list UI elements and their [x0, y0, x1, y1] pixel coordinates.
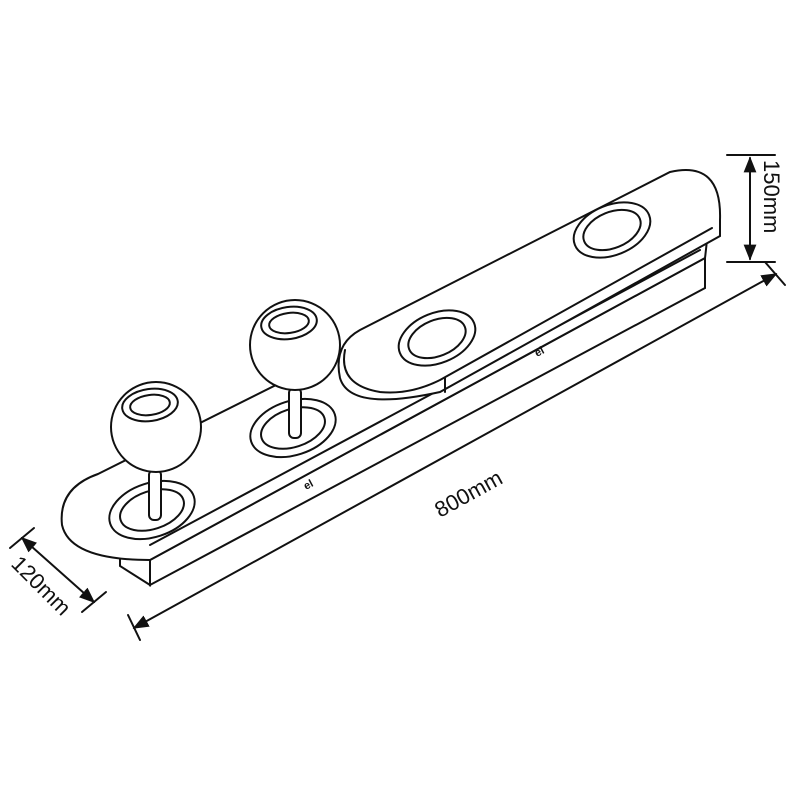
recessed-light-2 [572, 201, 652, 259]
depth-dimension [9, 527, 107, 613]
height-label: 150mm [759, 160, 784, 233]
length-label: 800mm [430, 465, 506, 522]
depth-label: 120mm [6, 551, 76, 621]
height-dimension [726, 154, 776, 263]
length-dimension [127, 261, 786, 641]
